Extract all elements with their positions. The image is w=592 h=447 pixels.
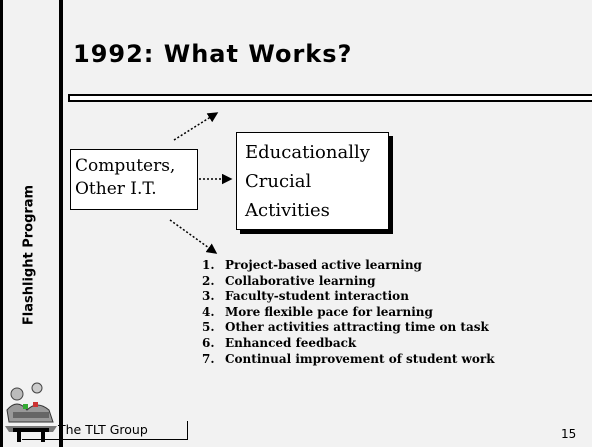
list-item-number: 7.	[202, 351, 215, 366]
list-item-number: 3.	[202, 289, 215, 304]
list-item-text: Collaborative learning	[225, 273, 376, 288]
list-item-number: 1.	[202, 258, 215, 272]
activities-list: 1. Project-based active learning 2. Collab…	[202, 258, 495, 367]
list-item-text: Enhanced feedback	[225, 335, 357, 350]
tlt-logo-icon	[3, 380, 59, 442]
slide-title: 1992: What Works?	[73, 40, 353, 68]
list-item-number: 5.	[202, 320, 215, 335]
arrow-down-right	[169, 219, 218, 254]
list-item: 2. Collaborative learning	[202, 274, 495, 290]
activities-box-line1: Educationally	[245, 142, 370, 163]
page-number: 15	[561, 427, 577, 441]
title-rule	[68, 94, 592, 102]
list-item-number: 2.	[202, 273, 215, 288]
computers-box-line2: Other I.T.	[75, 179, 157, 199]
logo-underline	[22, 439, 188, 440]
list-item-text: Project-based active learning	[225, 258, 422, 272]
computers-box: Computers, Other I.T.	[70, 149, 198, 210]
list-item-number: 6.	[202, 335, 215, 350]
logo-divider	[187, 421, 188, 440]
left-border	[0, 0, 3, 447]
computers-box-line1: Computers,	[75, 156, 176, 176]
logo-text: The TLT Group	[58, 422, 148, 437]
activities-box: Educationally Crucial Activities	[236, 132, 389, 230]
activities-box-line3: Activities	[245, 200, 330, 221]
list-item: 7. Continual improvement of student work	[202, 352, 495, 368]
list-item: 3. Faculty-student interaction	[202, 289, 495, 305]
list-item: 1. Project-based active learning	[202, 258, 495, 274]
list-item-text: Faculty-student interaction	[225, 289, 409, 304]
list-item-text: Other activities attracting time on task	[225, 320, 489, 335]
activities-box-line2: Crucial	[245, 171, 312, 192]
list-item: 4. More flexible pace for learning	[202, 305, 495, 321]
list-item-text: Continual improvement of student work	[225, 351, 495, 366]
arrow-up-right	[173, 112, 219, 141]
list-item-number: 4.	[202, 304, 215, 319]
list-item: 5. Other activities attracting time on ta…	[202, 320, 495, 336]
sidebar-divider	[59, 0, 63, 447]
list-item: 6. Enhanced feedback	[202, 336, 495, 352]
list-item-text: More flexible pace for learning	[225, 304, 433, 319]
